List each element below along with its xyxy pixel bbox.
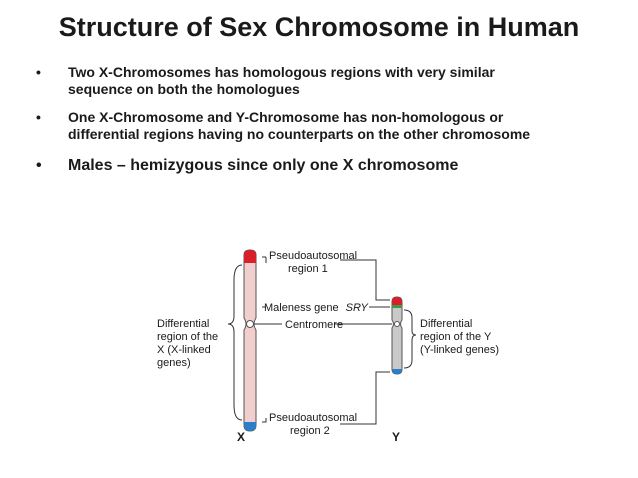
centromere-label: Centromere [285, 319, 343, 331]
diff-x-label-line4: genes) [157, 357, 191, 369]
sry-gene-text: SRY [346, 302, 369, 314]
diff-x-label-line2: region of the [157, 331, 218, 343]
pseudoautosomal-region-2-x [244, 422, 256, 431]
diff-x-bracket [228, 265, 242, 420]
par2-label-line1: Pseudoautosomal [269, 412, 357, 424]
y-chromosome-body [392, 297, 402, 374]
pseudoautosomal-region-1-x [244, 250, 256, 263]
sry-band [392, 305, 402, 308]
maleness-gene-text: Maleness gene [264, 302, 339, 314]
diagram-labels: Pseudoautosomal region 1 Maleness gene S… [157, 250, 499, 444]
par1-y-leader-line [340, 260, 390, 300]
par2-label-line2: region 2 [290, 425, 330, 437]
x-chromosome [244, 250, 256, 431]
par1-leader-line [262, 257, 266, 263]
y-chromosome-label: Y [392, 430, 400, 444]
diff-x-label-line3: X (X-linked [157, 344, 211, 356]
x-chromosome-body [244, 250, 256, 431]
diff-y-label-line1: Differential [420, 318, 472, 330]
par2-leader-line [262, 418, 266, 422]
diff-x-label-line1: Differential [157, 318, 209, 330]
x-chromosome-label: X [237, 430, 245, 444]
y-centromere [395, 322, 400, 327]
x-centromere [247, 321, 254, 328]
y-chromosome [392, 297, 402, 374]
diff-y-label-line3: (Y-linked genes) [420, 344, 499, 356]
pseudoautosomal-region-1-y [392, 297, 402, 305]
maleness-gene-label: Maleness gene SRY [264, 302, 369, 314]
par1-label-line1: Pseudoautosomal [269, 250, 357, 262]
par1-label-line2: region 1 [288, 263, 328, 275]
diff-y-bracket [404, 310, 416, 368]
diff-y-label-line2: region of the Y [420, 331, 492, 343]
